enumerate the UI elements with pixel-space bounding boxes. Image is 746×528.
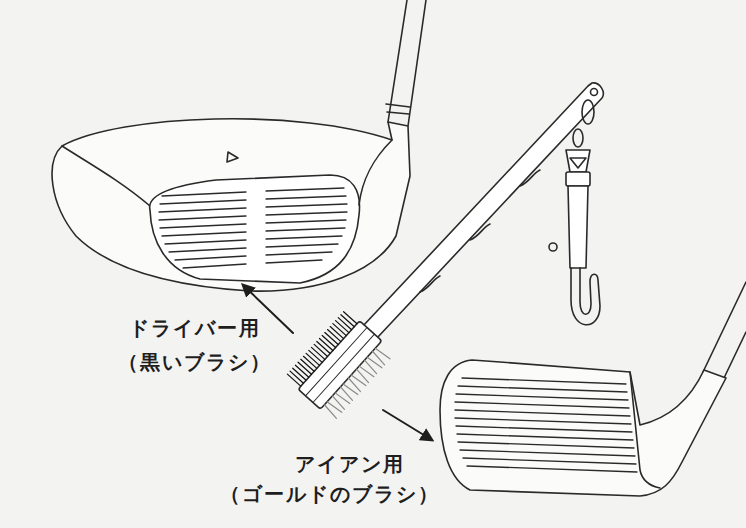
brush (285, 83, 604, 421)
driver-ferrule (386, 104, 410, 114)
black-bristles (287, 312, 357, 386)
leader-arrow (383, 410, 432, 440)
callout-label: ドライバー用 (129, 316, 261, 340)
snap-hook (549, 100, 600, 325)
gold-bristles (323, 347, 390, 418)
iron-shaft (703, 282, 746, 378)
callout-label: アイアン用 (295, 452, 405, 476)
callout-label: （黒いブラシ） (118, 350, 272, 374)
driver-face-grooves (159, 188, 347, 268)
iron-face-grooves (455, 378, 637, 472)
driver-head (52, 0, 426, 291)
iron-head (440, 282, 746, 496)
callout-label: （ゴールドのブラシ） (220, 482, 440, 506)
